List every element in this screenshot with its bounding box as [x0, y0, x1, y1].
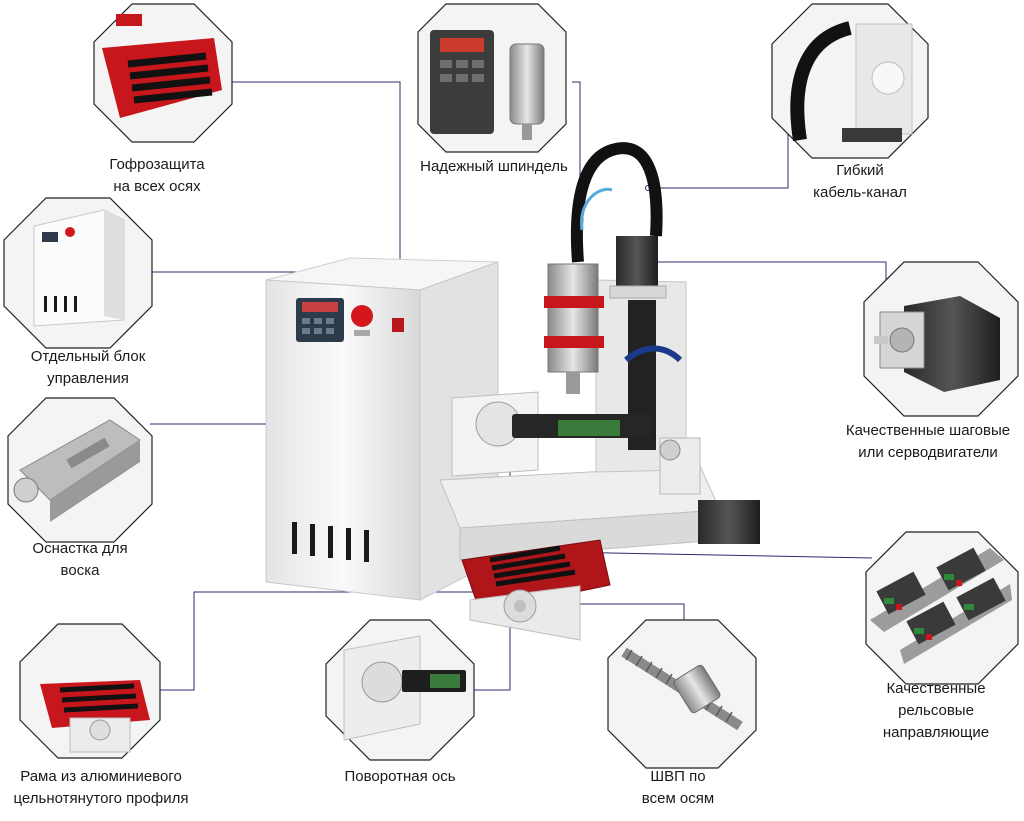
z-stepper-motor [616, 236, 658, 286]
spindle [544, 263, 683, 394]
label-stepper-motors-line-1: Качественные шаговые [845, 422, 1011, 439]
label-rotary-axis-line-1: Поворотная ось [344, 768, 456, 785]
bellows-cover-icon [93, 3, 233, 143]
inset-octagons [3, 3, 1019, 769]
spindle-and-inverter-icon [417, 3, 567, 153]
label-bellows-line-1: Гофрозащита [109, 156, 205, 173]
label-control-box: Отдельный блок управления [31, 346, 146, 390]
x-carriage [451, 391, 760, 544]
leader-cable-chain [648, 100, 789, 189]
label-cable-chain: Гибкий кабель-канал [813, 160, 907, 204]
label-stepper-motors-line-2: или серводвигатели [858, 444, 998, 461]
label-control-box-line-1: Отдельный блок [30, 348, 146, 365]
label-cable-chain-line-2: кабель-канал [813, 184, 907, 201]
label-aluminium-frame: Рама из алюминиевого цельнотянутого проф… [13, 766, 188, 810]
label-spindle: Надежный шпиндель [420, 156, 568, 178]
label-wax-fixture: Оснастка для воска [32, 538, 127, 582]
label-wax-fixture-line-2: воска [60, 562, 100, 579]
label-ball-screw-line-1: ШВП по [650, 768, 706, 785]
stepper-motor-icon [863, 261, 1019, 417]
label-linear-rails-line-2: рельсовые [898, 702, 974, 719]
label-bellows-line-2: на всех осях [113, 178, 201, 195]
aluminium-frame-icon [19, 623, 161, 759]
emergency-stop [351, 305, 373, 327]
cable-chain-icon [771, 3, 929, 159]
label-rotary-axis: Поворотная ось [344, 766, 455, 788]
ball-screw-icon [607, 619, 757, 769]
label-bellows: Гофрозащита на всех осях [109, 154, 204, 198]
cable-chain [570, 142, 663, 263]
label-linear-rails: Качественные рельсовые направляющие [883, 678, 989, 744]
leader-ballscrew [560, 603, 685, 620]
label-ball-screw-line-2: всем осям [641, 790, 715, 807]
control-box-icon [3, 197, 153, 349]
label-stepper-motors: Качественные шаговые или серводвигатели [846, 420, 1010, 464]
machine-base [439, 465, 721, 641]
label-linear-rails-line-1: Качественные [886, 680, 986, 697]
linear-rail-icon [865, 531, 1019, 685]
x-stepper-motor [698, 500, 760, 544]
label-linear-rails-line-3: направляющие [882, 724, 990, 741]
label-ball-screw: ШВП по всем осям [642, 766, 714, 810]
label-aluminium-frame-line-2: цельнотянутого профиля [13, 790, 189, 807]
wax-fixture-icon [7, 397, 153, 543]
leader-spindle [572, 81, 581, 215]
label-control-box-line-2: управления [47, 370, 129, 387]
label-wax-fixture-line-1: Оснастка для [32, 540, 128, 557]
label-aluminium-frame-line-1: Рама из алюминиевого [20, 768, 182, 785]
cabinet-vents [292, 522, 369, 562]
leader-rails [559, 551, 873, 559]
cnc-machine-illustration [265, 142, 760, 641]
label-cable-chain-line-1: Гибкий [836, 162, 884, 179]
rotary-axis-icon [325, 619, 475, 761]
power-switch [392, 318, 404, 332]
label-spindle-line-1: Надежный шпиндель [420, 158, 568, 175]
